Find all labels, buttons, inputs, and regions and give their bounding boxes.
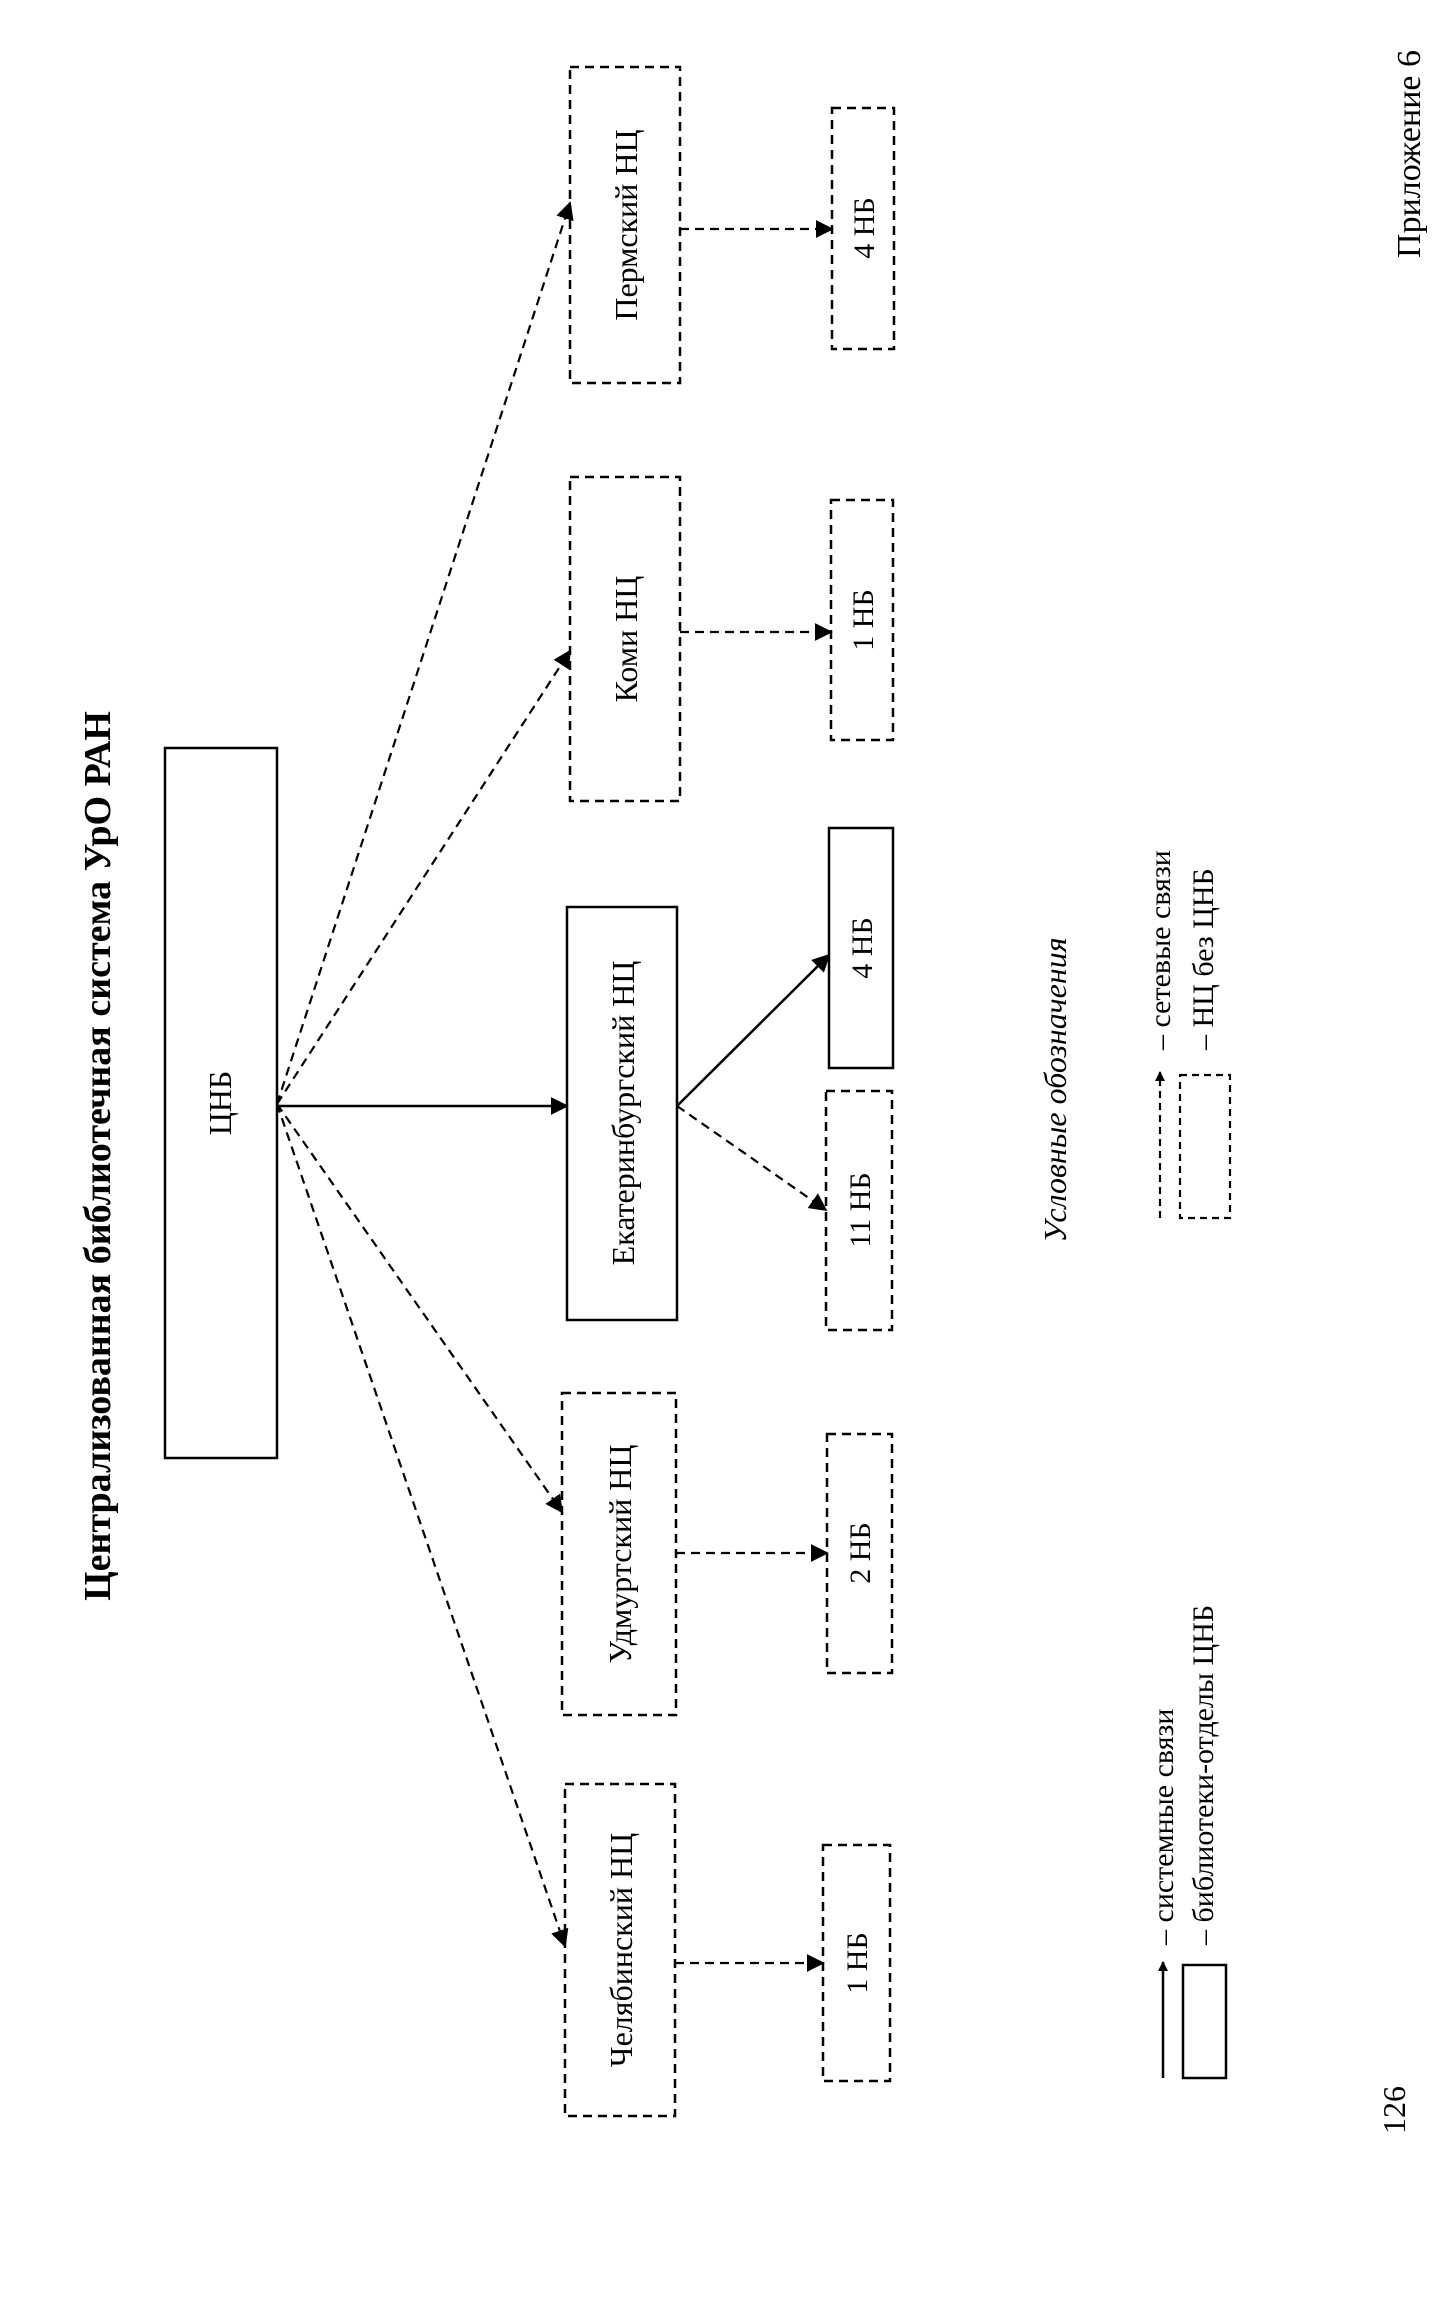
node-chel-nc: Челябинский НЦ: [563, 1782, 677, 2118]
node-perm-nb: 4 НБ: [830, 106, 896, 351]
node-ekb-nc: Екатеринбургский НЦ: [565, 905, 679, 1322]
legend-solid-box-symbol: [1181, 1963, 1228, 2080]
node-ekb-nb-network-label: 11 НБ: [844, 1172, 877, 1247]
legend-network-links-label: – сетевые связи: [1144, 850, 1177, 1051]
node-cnb-label: ЦНБ: [202, 1071, 238, 1136]
page-number: 126: [1376, 2086, 1412, 2134]
legend-nc-without-cnb: – НЦ без ЦНБ: [1178, 868, 1232, 1220]
edge-cnb-perm: [275, 201, 574, 1105]
node-udm-nc-label: Удмуртский НЦ: [602, 1445, 638, 1664]
appendix-label: Приложение 6: [1391, 50, 1428, 258]
node-chel-nb-label: 1 НБ: [841, 1932, 874, 1993]
node-komi-nc-label: Коми НЦ: [608, 576, 644, 703]
edge-cnb-komi: [276, 649, 571, 1105]
node-udm-nb: 2 НБ: [825, 1432, 894, 1675]
node-ekb-nb-system-label: 4 НБ: [846, 917, 879, 978]
legend-system-links-label: – системные связи: [1147, 1709, 1180, 1946]
node-perm-nb-label: 4 НБ: [848, 197, 881, 258]
node-udm-nb-label: 2 НБ: [844, 1522, 877, 1583]
diagram-title: Централизованная библиотечная система Ур…: [77, 711, 119, 1601]
node-perm-nc: Пермский НЦ: [568, 65, 682, 385]
legend-system-links: – системные связи: [1147, 1709, 1180, 2078]
node-chel-nb: 1 НБ: [821, 1843, 892, 2083]
node-komi-nc: Коми НЦ: [568, 475, 682, 803]
edge-ekb-nb-system: [676, 953, 831, 1107]
node-komi-nb: 1 НБ: [829, 498, 895, 742]
node-komi-nb-label: 1 НБ: [847, 589, 880, 650]
edge-cnb-udm: [276, 1103, 564, 1514]
node-chel-nc-label: Челябинский НЦ: [603, 1833, 639, 2067]
legend-nc-without-cnb-label: – НЦ без ЦНБ: [1187, 868, 1220, 1051]
edge-cnb-chel: [275, 1103, 569, 1948]
node-cnb: ЦНБ: [163, 746, 279, 1460]
node-udm-nc: Удмуртский НЦ: [560, 1391, 678, 1717]
legend-network-links: – сетевые связи: [1144, 850, 1177, 1218]
legend-branch-libraries-label: – библиотеки-отделы ЦНБ: [1187, 1605, 1220, 1946]
node-ekb-nb-network: 11 НБ: [824, 1089, 894, 1332]
node-ekb-nc-label: Екатеринбургский НЦ: [605, 961, 641, 1266]
edge-ekb-nb-network: [676, 1105, 828, 1212]
legend-heading: Условные обозначения: [1037, 937, 1073, 1242]
node-ekb-nb-system: 4 НБ: [827, 826, 895, 1070]
node-perm-nc-label: Пермский НЦ: [608, 129, 644, 320]
legend-branch-libraries: – библиотеки-отделы ЦНБ: [1181, 1605, 1228, 2080]
legend-dashed-box-symbol: [1178, 1073, 1232, 1220]
